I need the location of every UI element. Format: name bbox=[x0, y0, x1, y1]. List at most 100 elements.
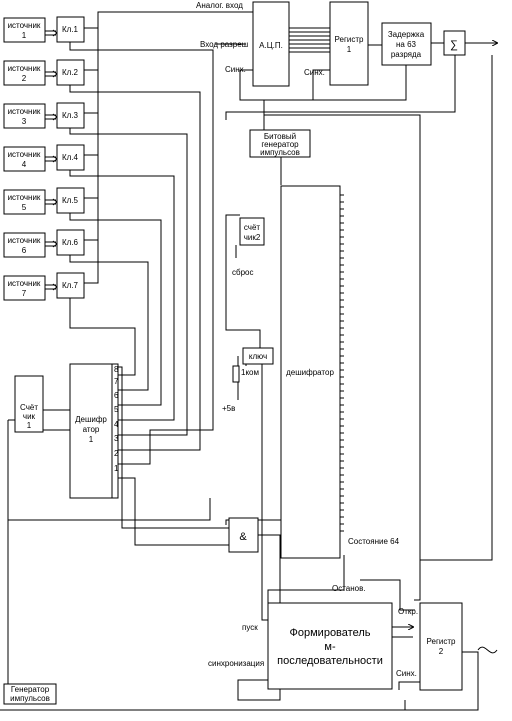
svg-text:Задержка: Задержка bbox=[388, 30, 425, 39]
svg-text:Регистр: Регистр bbox=[427, 637, 456, 646]
counter-2: счёт чик2 сброс bbox=[232, 217, 265, 277]
svg-text:Кл.3: Кл.3 bbox=[62, 111, 79, 120]
key-5: Кл.5 bbox=[56, 187, 85, 214]
svg-text:Кл.4: Кл.4 bbox=[62, 153, 79, 162]
svg-text:4: 4 bbox=[22, 160, 27, 169]
svg-text:Дешифр: Дешифр bbox=[75, 415, 107, 424]
svg-text:источник: источник bbox=[8, 107, 41, 116]
svg-text:2: 2 bbox=[114, 449, 119, 458]
register-1: Регистр 1 Синх. bbox=[304, 1, 369, 86]
source-5: источник 5 bbox=[3, 189, 46, 215]
bit-generator: Битовый генератор импульсов bbox=[249, 129, 311, 158]
svg-text:5: 5 bbox=[22, 203, 27, 212]
svg-text:Аналог. вход: Аналог. вход bbox=[196, 1, 243, 10]
adc-register-bus bbox=[289, 27, 330, 53]
svg-text:∑: ∑ bbox=[450, 39, 458, 51]
svg-text:+5в: +5в bbox=[222, 404, 235, 413]
svg-text:Регистр: Регистр bbox=[335, 35, 364, 44]
svg-text:источник: источник bbox=[8, 279, 41, 288]
svg-text:дешифратор: дешифратор bbox=[286, 368, 334, 377]
svg-text:источник: источник bbox=[8, 236, 41, 245]
svg-text:1: 1 bbox=[347, 45, 352, 54]
source-6: источник 6 bbox=[3, 232, 46, 258]
svg-text:7: 7 bbox=[22, 289, 27, 298]
svg-text:синхронизация: синхронизация bbox=[208, 659, 264, 668]
stop-label: Останов. bbox=[332, 584, 366, 593]
adc-block: А.Ц.П. Аналог. вход Вход разреш Синх. bbox=[196, 1, 290, 87]
resistor bbox=[232, 365, 240, 383]
svg-text:1: 1 bbox=[114, 464, 119, 473]
svg-text:счёт: счёт bbox=[244, 223, 261, 232]
svg-text:Состояние 64: Состояние 64 bbox=[348, 537, 400, 546]
source-key-arrows bbox=[45, 29, 58, 291]
wires bbox=[0, 11, 497, 711]
svg-text:Генератор: Генератор bbox=[11, 685, 50, 694]
svg-text:Кл.2: Кл.2 bbox=[62, 68, 79, 77]
svg-text:1ком: 1ком bbox=[241, 368, 259, 377]
svg-text:импульсов: импульсов bbox=[260, 148, 300, 157]
svg-text:генератор: генератор bbox=[261, 140, 299, 149]
svg-text:Формирователь: Формирователь bbox=[290, 627, 371, 639]
svg-text:Кл.6: Кл.6 bbox=[62, 238, 79, 247]
svg-text:чик: чик bbox=[23, 412, 36, 421]
svg-text:2: 2 bbox=[439, 647, 444, 656]
svg-text:источник: источник bbox=[8, 150, 41, 159]
svg-text:7: 7 bbox=[114, 377, 119, 386]
svg-text:чик2: чик2 bbox=[244, 233, 261, 242]
svg-text:разряда: разряда bbox=[391, 50, 422, 59]
svg-text:А.Ц.П.: А.Ц.П. bbox=[259, 41, 283, 50]
svg-text:6: 6 bbox=[114, 391, 119, 400]
source-2: источник 2 bbox=[3, 60, 46, 86]
svg-text:5: 5 bbox=[114, 405, 119, 414]
key-2: Кл.2 bbox=[56, 59, 85, 86]
svg-text:Кл.1: Кл.1 bbox=[62, 25, 79, 34]
svg-text:последовательности: последовательности bbox=[277, 655, 383, 667]
svg-text:Синх.: Синх. bbox=[225, 65, 246, 74]
source-7: источник 7 bbox=[3, 275, 46, 301]
svg-text:Вход разреш: Вход разреш bbox=[200, 40, 248, 49]
svg-text:8: 8 bbox=[114, 365, 119, 374]
pulse-generator: Генератор импульсов bbox=[3, 683, 57, 705]
svg-text:источник: источник bbox=[8, 193, 41, 202]
svg-text:ключ: ключ bbox=[249, 352, 267, 361]
summator: ∑ bbox=[443, 30, 466, 56]
key-1: Кл.1 bbox=[56, 16, 85, 43]
svg-text:&: & bbox=[239, 531, 247, 543]
svg-text:1: 1 bbox=[22, 31, 27, 40]
svg-text:Откр.: Откр. bbox=[398, 607, 418, 616]
register-2: Регистр 2 Откр. Синх. bbox=[396, 602, 463, 691]
svg-text:Счёт: Счёт bbox=[20, 403, 38, 412]
counter-1: Счёт чик 1 bbox=[14, 375, 44, 433]
source-1: источник 1 bbox=[3, 17, 46, 43]
svg-text:источник: источник bbox=[8, 21, 41, 30]
svg-text:2: 2 bbox=[22, 74, 27, 83]
key-4: Кл.4 bbox=[56, 144, 85, 171]
decoder-output-ticks bbox=[340, 194, 344, 532]
svg-text:1: 1 bbox=[27, 421, 32, 430]
svg-text:6: 6 bbox=[22, 246, 27, 255]
svg-text:3: 3 bbox=[114, 434, 119, 443]
svg-text:атор: атор bbox=[83, 425, 100, 434]
main-decoder: дешифратор Состояние 64 bbox=[280, 185, 400, 559]
decoder-1: Дешифр атор 1 8 7 6 5 4 3 2 1 bbox=[69, 363, 119, 499]
svg-text:Синх.: Синх. bbox=[304, 68, 325, 77]
svg-text:сброс: сброс bbox=[232, 268, 253, 277]
and-gate: & bbox=[228, 517, 259, 553]
svg-text:Битовый: Битовый bbox=[264, 132, 296, 141]
key-7: Кл.7 bbox=[56, 272, 85, 299]
svg-text:источник: источник bbox=[8, 64, 41, 73]
svg-text:м-: м- bbox=[324, 641, 336, 653]
svg-text:4: 4 bbox=[114, 420, 119, 429]
svg-text:Кл.5: Кл.5 bbox=[62, 196, 79, 205]
svg-text:3: 3 bbox=[22, 117, 27, 126]
svg-text:импульсов: импульсов bbox=[10, 694, 50, 703]
svg-text:1: 1 bbox=[89, 435, 94, 444]
m-sequence-former: Формирователь м- последовательности пуск… bbox=[208, 602, 393, 690]
key-6: Кл.6 bbox=[56, 229, 85, 256]
svg-text:на 63: на 63 bbox=[396, 40, 417, 49]
source-3: источник 3 bbox=[3, 103, 46, 129]
svg-text:Синх.: Синх. bbox=[396, 669, 417, 678]
key-3: Кл.3 bbox=[56, 102, 85, 129]
